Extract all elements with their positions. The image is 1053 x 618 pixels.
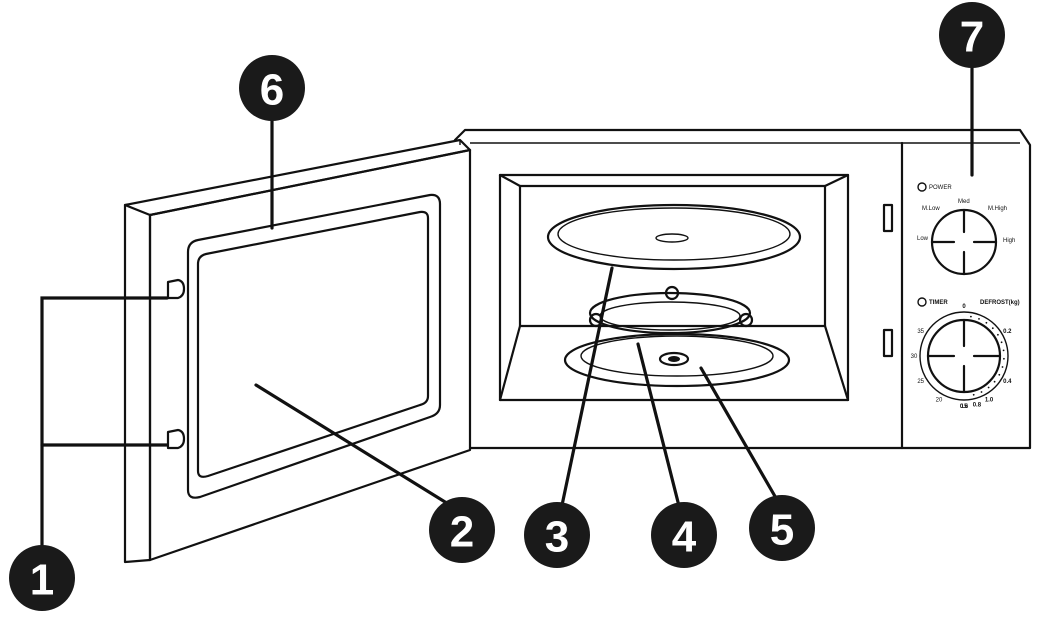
timer-tick <box>997 333 999 336</box>
timer-tick <box>1000 341 1003 344</box>
timer-tick <box>980 391 983 393</box>
control-panel: POWER M.Low Med M.High Low High TIMER DE… <box>911 182 1020 410</box>
timer-mark: 1.0 <box>985 397 994 403</box>
callout-number-2: 2 <box>450 508 474 557</box>
timer-icon <box>917 297 927 307</box>
turntable-shaft <box>563 332 791 388</box>
power-setting-m-low: M.Low <box>922 206 940 212</box>
glass-tray <box>546 203 802 271</box>
timer-tick <box>1002 349 1005 352</box>
timer-tick <box>998 373 1001 376</box>
door-window <box>186 193 442 499</box>
timer-tick <box>991 327 994 330</box>
timer-tick <box>993 380 996 383</box>
callout-number-5: 5 <box>770 506 794 555</box>
timer-mark: 0 <box>962 304 966 310</box>
callout-number-3: 3 <box>545 513 569 562</box>
timer-mark: 30 <box>911 354 918 360</box>
callout-badge-4: 4 <box>651 502 717 568</box>
timer-tick <box>1001 366 1004 368</box>
defrost-label: DEFROST(kg) <box>980 300 1020 306</box>
callout-number-6: 6 <box>260 66 284 115</box>
callout-badge-1: 1 <box>9 545 75 611</box>
timer-mark: 20 <box>936 397 943 403</box>
timer-tick <box>978 318 980 320</box>
timer-mark: 0.6 <box>960 404 969 410</box>
timer-mark: 0.2 <box>1003 329 1012 335</box>
timer-mark: 25 <box>917 379 924 385</box>
callout-badge-3: 3 <box>524 502 590 568</box>
timer-mark: 15 <box>961 404 968 410</box>
power-setting-low: Low <box>917 236 929 242</box>
door-hinges <box>166 278 186 450</box>
timer-mark: 0.4 <box>1003 379 1012 385</box>
timer-tick <box>972 393 975 396</box>
callout-badge-6: 6 <box>239 55 305 121</box>
power-setting-m-high: M.High <box>988 206 1007 212</box>
timer-mark: 35 <box>917 329 924 335</box>
door <box>123 138 472 564</box>
oven-cavity <box>498 173 894 402</box>
timer-dial-scale: 0 35 30 25 20 15 1.00.8 0.6 0.4 0.2 <box>911 304 1012 410</box>
callout-badge-7: 7 <box>939 2 1005 68</box>
power-knob[interactable] <box>930 208 998 276</box>
callout-number-4: 4 <box>672 513 697 562</box>
timer-tick <box>970 315 972 318</box>
callout-badge-5: 5 <box>749 495 815 561</box>
callout-badge-2: 2 <box>429 497 495 563</box>
callout-number-1: 1 <box>30 556 54 605</box>
timer-knob[interactable] <box>919 311 1009 401</box>
timer-tick <box>985 321 988 324</box>
power-label: POWER <box>929 185 952 191</box>
microwave-body <box>453 128 1032 450</box>
callout-number-7: 7 <box>960 13 984 62</box>
power-icon <box>917 182 927 192</box>
timer-mark: 0.8 <box>973 402 982 408</box>
leader-lines <box>40 58 974 547</box>
power-setting-high: High <box>1003 238 1015 244</box>
power-setting-med: Med <box>958 199 970 205</box>
timer-tick <box>987 386 990 389</box>
timer-tick <box>1003 357 1005 360</box>
timer-label: TIMER <box>929 300 948 306</box>
